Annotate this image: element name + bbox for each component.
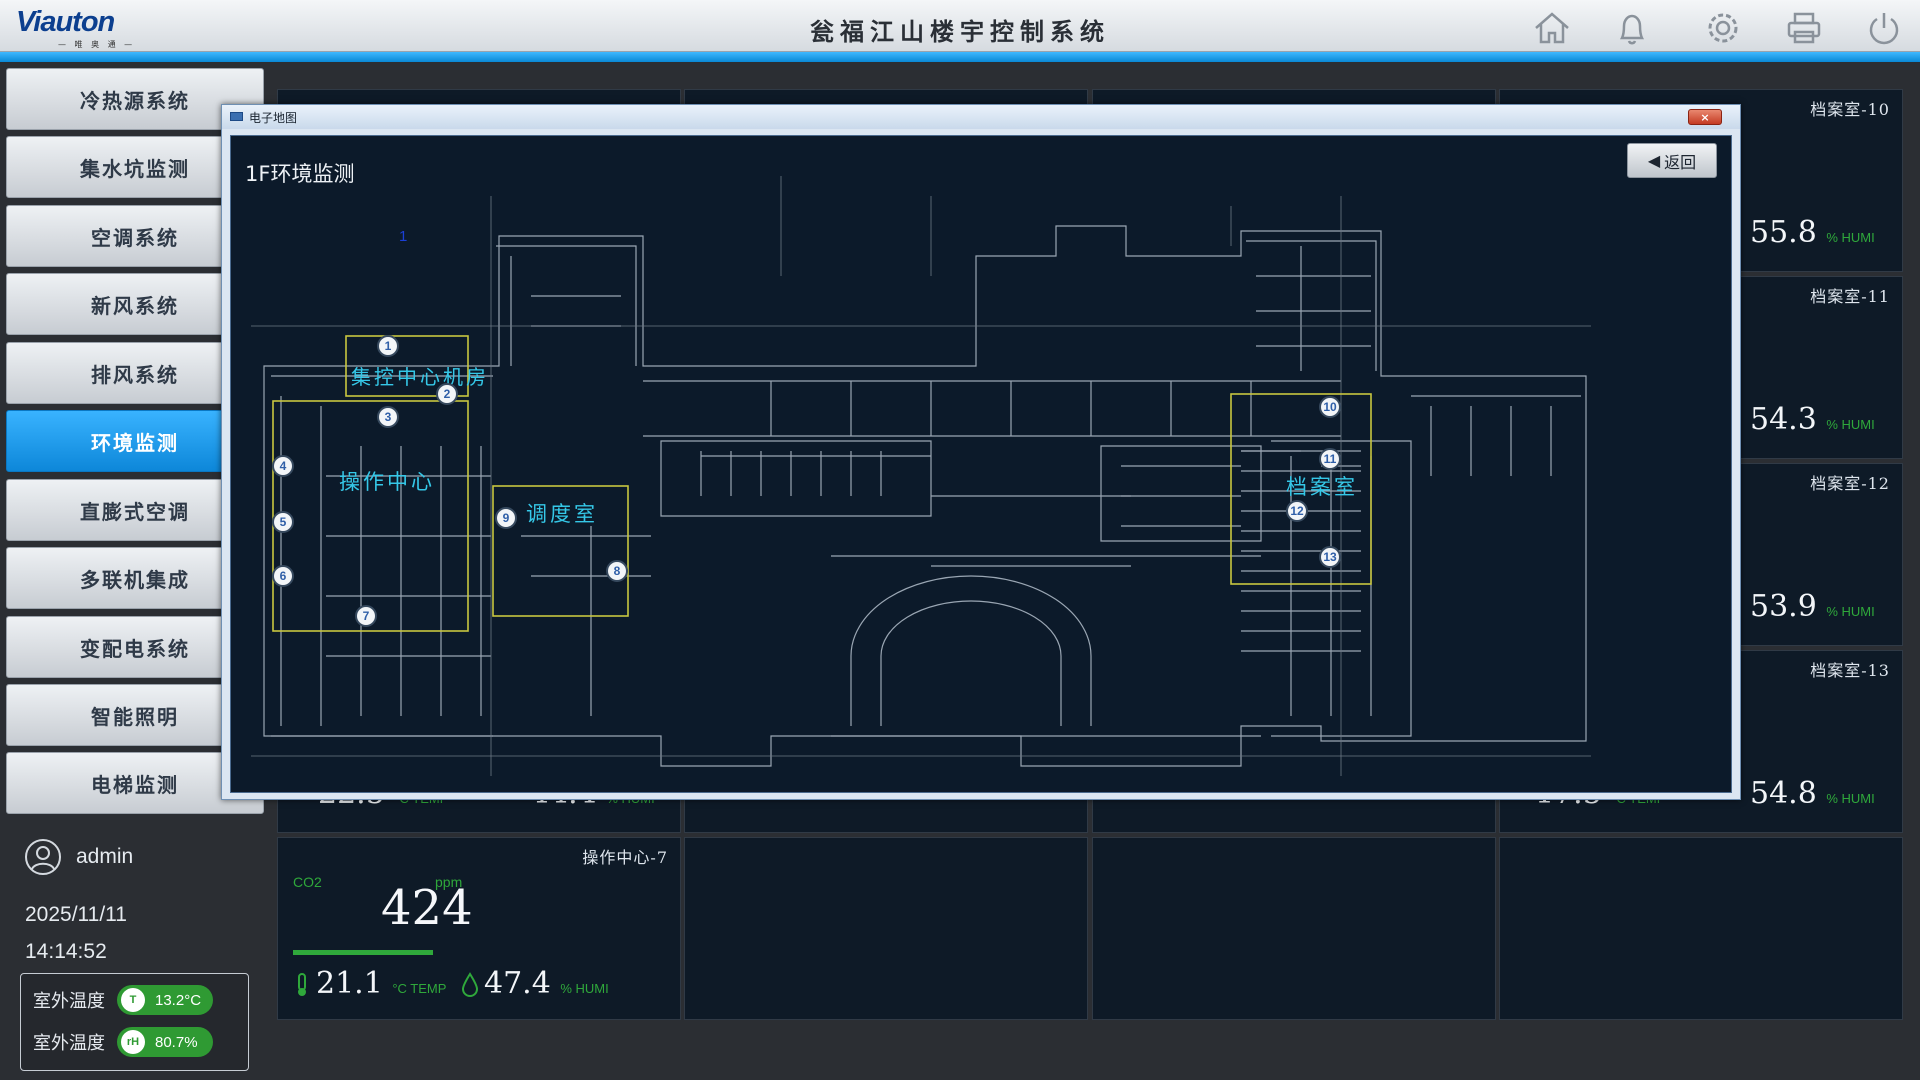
humi-unit: % HUMI (1826, 604, 1875, 619)
humi-unit: % HUMI (560, 981, 609, 996)
current-time: 14:14:52 (25, 940, 107, 963)
outdoor-temp-value: 13.2°C (155, 991, 202, 1009)
room-label-dispatch[interactable]: 调度室 (526, 502, 598, 526)
archive-10-humi: 55.8 (1750, 215, 1817, 250)
back-arrow-icon: ◀ (1647, 151, 1661, 170)
sensor-marker[interactable]: 12 (1286, 500, 1308, 522)
logo-subtext: — 唯 奥 通 — (58, 40, 136, 49)
co2-label: CO2 (293, 874, 322, 890)
back-button[interactable]: ◀ 返回 (1627, 143, 1717, 178)
sidebar-item-cooling-heating[interactable]: 冷热源系统 (6, 68, 264, 130)
archive-12-humi: 53.9 (1750, 589, 1817, 624)
username: admin (76, 845, 134, 868)
room-label-archive[interactable]: 档案室 (1286, 475, 1358, 499)
sensor-marker[interactable]: 1 (377, 335, 399, 357)
sensor-panel-ops-center-7[interactable]: 操作中心-7 CO2 ppm 424 21.1 °C TEMP 47.4 % H… (277, 837, 681, 1020)
humi-value: 47.4 (484, 966, 551, 1001)
outdoor-weather: 室外温度 T 13.2°C 室外温度 rH 80.7% (20, 973, 249, 1071)
popup-titlebar[interactable]: 电子地图 × (222, 105, 1740, 129)
floor-plan-drawing (251, 176, 1591, 776)
window-icon (230, 112, 243, 121)
map-title: 1F环境监测 (245, 162, 355, 186)
sensor-marker[interactable]: 11 (1319, 448, 1341, 470)
top-header: Viauton — 唯 奥 通 — 瓮福江山楼宇控制系统 (0, 0, 1920, 62)
power-icon[interactable] (1862, 8, 1906, 48)
co2-level-bar (293, 950, 433, 955)
sensor-marker[interactable]: 2 (436, 383, 458, 405)
sensor-marker[interactable]: 7 (355, 605, 377, 627)
sensor-panel[interactable] (1092, 837, 1496, 1020)
archive-11-humi: 54.3 (1750, 402, 1817, 437)
sensor-panel[interactable] (684, 837, 1088, 1020)
sensor-marker[interactable]: 6 (272, 565, 294, 587)
humi-unit: % HUMI (1826, 230, 1875, 245)
panel-title: 操作中心-7 (582, 848, 668, 867)
popup-title: 电子地图 (249, 111, 298, 125)
sensor-marker[interactable]: 13 (1319, 546, 1341, 568)
map-popup-window[interactable]: 电子地图 × (221, 104, 1741, 800)
user-avatar-icon (25, 839, 61, 875)
sensor-marker[interactable]: 8 (606, 560, 628, 582)
room-label-control-center[interactable]: 集控中心机房 (351, 365, 489, 389)
thermometer-icon (298, 973, 306, 996)
system-title: 瓮福江山楼宇控制系统 (810, 17, 1110, 46)
outdoor-humi-value: 80.7% (155, 1033, 198, 1051)
outdoor-temp-label: 室外温度 (33, 991, 105, 1012)
sensor-marker[interactable]: 10 (1319, 396, 1341, 418)
panel-title: 档案室-13 (1810, 661, 1890, 680)
panel-title: 档案室-11 (1810, 287, 1890, 306)
panel-title: 档案室-10 (1810, 100, 1890, 119)
sensor-marker[interactable]: 3 (377, 406, 399, 428)
header-accent-bar (0, 52, 1920, 62)
panel-title: 档案室-12 (1810, 474, 1890, 493)
room-label-operation-center[interactable]: 操作中心 (339, 470, 435, 494)
humi-unit: % HUMI (1826, 791, 1875, 806)
humidity-icon: rH (121, 1030, 145, 1054)
stray-label: 1 (399, 228, 408, 245)
co2-value: 424 (381, 880, 473, 936)
back-label: 返回 (1664, 152, 1697, 172)
gear-icon[interactable] (1701, 8, 1745, 48)
bell-icon[interactable] (1610, 8, 1654, 48)
archive-13-humi: 54.8 (1750, 776, 1817, 811)
current-date: 2025/11/11 (25, 903, 127, 926)
outdoor-temp-badge: T 13.2°C (117, 985, 213, 1015)
sensor-marker[interactable]: 5 (272, 511, 294, 533)
logo-text: Viauton (16, 6, 115, 38)
temp-unit: °C TEMP (392, 981, 447, 996)
close-button[interactable]: × (1688, 109, 1722, 125)
sensor-marker[interactable]: 9 (495, 507, 517, 529)
outdoor-humi-label: 室外温度 (33, 1033, 105, 1054)
co2-unit: ppm (435, 874, 463, 890)
sensor-panel[interactable] (1499, 837, 1903, 1020)
user-info: admin (24, 838, 133, 876)
floor-map[interactable]: 1F环境监测 ◀ 返回 1 集控中心机房 操作中心 调度室 档案室 1 2 3 … (230, 135, 1732, 793)
sensor-marker[interactable]: 4 (272, 455, 294, 477)
printer-icon[interactable] (1782, 8, 1826, 48)
home-icon[interactable] (1530, 8, 1574, 48)
temp-value: 21.1 (316, 966, 383, 1001)
outdoor-humi-badge: rH 80.7% (117, 1027, 213, 1057)
droplet-icon (461, 972, 479, 997)
logo: Viauton — 唯 奥 通 — (16, 6, 136, 49)
thermometer-icon: T (121, 988, 145, 1012)
humi-unit: % HUMI (1826, 417, 1875, 432)
